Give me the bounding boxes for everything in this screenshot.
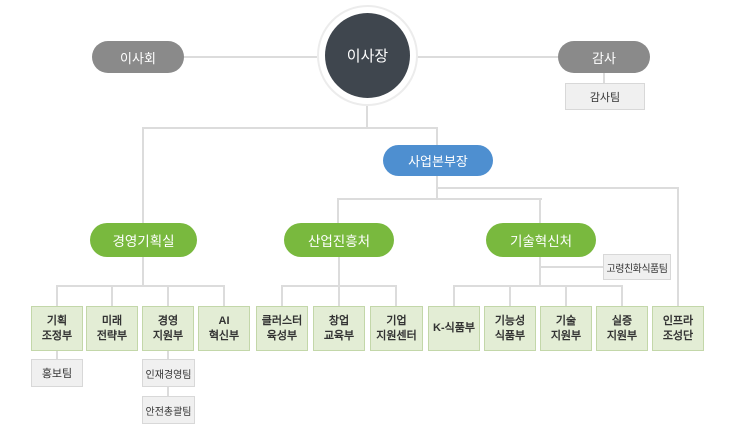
office-pill-technology-innovation: 기술혁신처 [486,223,596,257]
auditor-pill: 감사 [558,41,650,73]
team-box-pr: 홍보팀 [31,359,83,387]
connector-line [436,176,438,200]
team-box-talent-management: 인재경영팀 [142,359,195,387]
office-label: 산업진흥처 [307,234,371,249]
dept-box-management-support: 경영 지원부 [142,306,194,351]
connector-line [539,198,541,223]
chairman-circle: 이사장 [317,5,418,106]
business-head-pill: 사업본부장 [383,145,493,176]
dept-box-enterprise-support-center: 기업 지원센터 [370,306,423,351]
team-box-safety-general: 안전총괄팀 [142,396,195,424]
connector-line [621,285,623,306]
connector-line [453,285,455,306]
auditor-label: 감사 [592,50,616,66]
dept-box-infra-development: 인프라 조성단 [652,306,704,351]
connector-line [337,198,339,223]
dept-box-future-strategy: 미래 전략부 [86,306,138,351]
connector-line [603,72,605,83]
team-box-senior-friendly-food: 고령친화식품팀 [603,254,671,280]
connector-line [437,187,679,189]
dept-box-functional-food: 기능성 식품부 [484,306,536,351]
team-box-audit: 감사팀 [565,83,645,110]
board-pill: 이사회 [92,41,184,73]
connector-line [223,285,225,306]
connector-line [142,257,144,287]
dept-box-demonstration-support: 실증 지원부 [596,306,648,351]
chairman-label: 이사장 [325,13,410,98]
office-label: 경영기획실 [112,234,175,249]
connector-line [167,285,169,306]
connector-line [56,285,58,306]
business-head-label: 사업본부장 [408,154,468,169]
connector-line [417,56,558,58]
connector-line [142,127,144,223]
board-label: 이사회 [120,50,156,66]
connector-line [366,105,368,127]
connector-line [167,351,169,359]
office-pill-industry-promotion: 산업진흥처 [284,223,394,257]
connector-line [395,285,397,306]
connector-line [539,257,541,287]
connector-line [453,285,623,287]
connector-line [167,387,169,396]
connector-line [184,56,317,58]
connector-line [56,351,58,359]
connector-line [111,285,113,306]
dept-box-ai-innovation: AI 혁신부 [198,306,250,351]
dept-box-planning-coordination: 기획 조정부 [31,306,83,351]
office-pill-management-planning: 경영기획실 [90,223,197,257]
dept-box-k-food: K-식품부 [428,306,480,351]
connector-line [509,285,511,306]
connector-line [338,257,340,306]
connector-line [677,187,679,306]
dept-box-tech-support: 기술 지원부 [540,306,592,351]
connector-line [338,198,542,200]
connector-line [281,285,283,306]
connector-line [541,266,603,268]
dept-box-cluster-development: 클러스터 육성부 [256,306,308,351]
dept-box-startup-education: 창업 교육부 [313,306,365,351]
office-label: 기술혁신처 [509,234,573,249]
connector-line [56,285,224,287]
connector-line [436,127,438,145]
connector-line [143,127,438,129]
connector-line [565,285,567,306]
